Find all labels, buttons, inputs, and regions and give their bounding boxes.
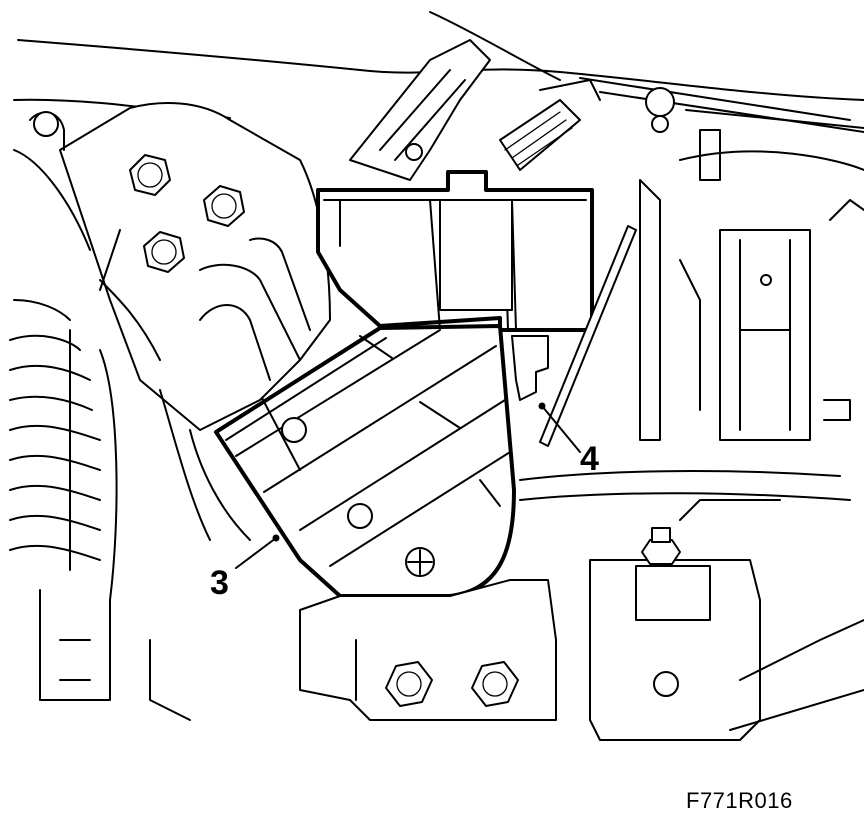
sensor-rod bbox=[539, 225, 637, 447]
lower-right-mount bbox=[589, 499, 864, 741]
bolt-head bbox=[385, 661, 433, 707]
coil-spring bbox=[9, 149, 191, 721]
left-mounting-bracket bbox=[29, 102, 331, 541]
bolt-head bbox=[471, 661, 519, 707]
bolt-head bbox=[641, 527, 681, 565]
air-filter-housing bbox=[316, 170, 594, 332]
right-side-assembly bbox=[639, 129, 864, 441]
lower-engine-mount bbox=[299, 579, 557, 721]
callout-number-3: 3 bbox=[210, 564, 229, 602]
callout-number-4: 4 bbox=[580, 440, 599, 478]
bolt-head bbox=[143, 231, 185, 273]
bolt-head bbox=[129, 154, 171, 196]
figure-reference-code: F771R016 bbox=[686, 788, 793, 813]
intake-duct bbox=[214, 324, 549, 598]
bolt-head bbox=[203, 185, 245, 227]
upper-linkage bbox=[349, 39, 675, 181]
arrow-marker-symbol bbox=[405, 547, 435, 577]
callout-leaders bbox=[235, 402, 581, 569]
